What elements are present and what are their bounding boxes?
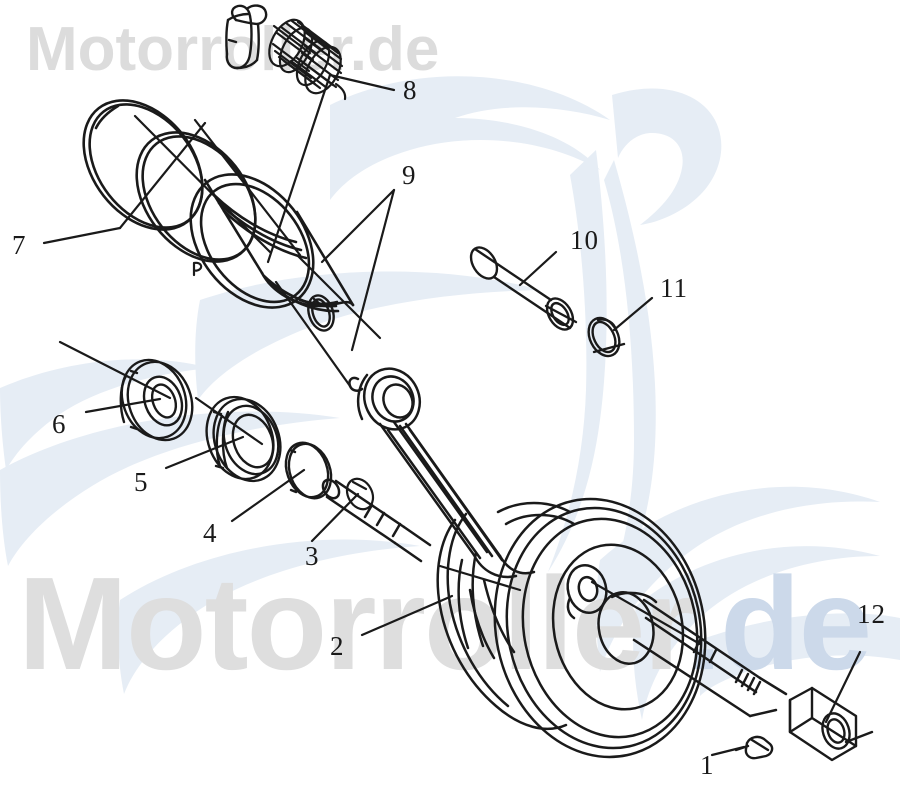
part-crankshaft-assembly [321, 367, 788, 759]
callout-label-9[interactable]: 9 [402, 160, 417, 190]
leader-10 [518, 250, 558, 287]
callout-label-4[interactable]: 4 [203, 518, 218, 548]
watermark-bottom-blue: .de [685, 550, 872, 697]
leader-2 [360, 594, 454, 637]
leader-7b [118, 121, 207, 230]
part-circlip-piston-left [307, 294, 335, 332]
leader-11 [612, 296, 654, 332]
leader-9b [350, 188, 396, 352]
callout-label-7[interactable]: 7 [12, 230, 27, 260]
watermark-bottom-gray: Motorroller [18, 550, 687, 697]
leader-4 [230, 468, 306, 523]
callout-label-10[interactable]: 10 [570, 225, 599, 255]
leader-aux-shaft [590, 580, 702, 646]
part-circlip-upper [225, 4, 268, 70]
callout-label-11[interactable]: 11 [660, 273, 688, 303]
part-piston-ring-lower [135, 131, 257, 263]
leader-aux-rod [274, 280, 352, 388]
leader-aux-ring3 [58, 340, 172, 400]
callout-label-12[interactable]: 12 [857, 599, 886, 629]
leader-8 [328, 73, 396, 92]
callout-label-3[interactable]: 3 [305, 541, 320, 571]
leader-12 [824, 650, 862, 724]
leader-7 [42, 226, 122, 245]
part-piston-pin-circlip [587, 316, 626, 358]
part-needle-bearing [268, 18, 347, 101]
part-piston-ring-upper [82, 99, 204, 231]
callout-label-8[interactable]: 8 [403, 75, 418, 105]
leader-6 [84, 397, 162, 414]
leader-9 [320, 188, 396, 264]
part-piston-pin [469, 246, 578, 331]
leader-1 [710, 745, 746, 757]
watermark-top: Motorroller.de [26, 15, 440, 84]
callout-label-2[interactable]: 2 [330, 631, 345, 661]
leader-aux-bearing [194, 396, 264, 446]
leader-lines [42, 73, 862, 757]
part-washer [284, 441, 333, 500]
leader-3 [310, 492, 360, 543]
callout-label-6[interactable]: 6 [52, 409, 67, 439]
leader-aux-piston [296, 254, 382, 340]
leader-aux-ring1 [133, 114, 272, 254]
callout-label-5[interactable]: 5 [134, 467, 149, 497]
part-ball-bearing [205, 395, 282, 483]
callout-label-1[interactable]: 1 [700, 750, 715, 780]
leader-aux-ring2 [193, 118, 302, 257]
part-oil-seal [119, 358, 194, 442]
leader-5 [164, 435, 245, 470]
leader-aux-web [438, 564, 522, 592]
part-crankshaft-nut [788, 686, 874, 762]
part-o-ring-shaft [345, 477, 375, 511]
leader-8b [266, 73, 332, 264]
watermark-bottom: Motorroller.de [18, 548, 872, 699]
